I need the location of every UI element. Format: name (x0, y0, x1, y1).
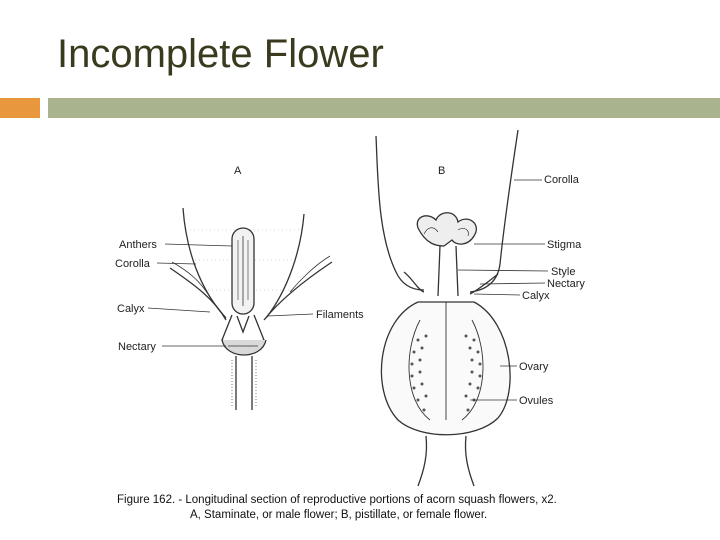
figure-caption-line2: A, Staminate, or male flower; B, pistill… (190, 509, 487, 521)
label-corolla-a: Corolla (115, 258, 151, 270)
label-corolla-b: Corolla (544, 174, 580, 186)
panel-b-letter: B (438, 165, 445, 177)
accent-bar (48, 98, 720, 118)
label-style: Style (551, 266, 575, 278)
accent-square (0, 98, 40, 118)
label-ovary: Ovary (519, 361, 549, 373)
label-calyx-b: Calyx (522, 290, 550, 302)
label-calyx-a: Calyx (117, 303, 145, 315)
label-stigma: Stigma (547, 239, 582, 251)
staminate-flower (169, 207, 333, 410)
pistillate-flower (375, 129, 519, 487)
label-ovules: Ovules (519, 395, 554, 407)
leader-lines-b (457, 179, 549, 401)
label-filaments: Filaments (316, 309, 364, 321)
ovules-dots (410, 334, 482, 412)
figure-caption-line1: Figure 162. - Longitudinal section of re… (117, 494, 557, 506)
label-nectary-a: Nectary (118, 341, 156, 353)
leader-lines-a (147, 243, 314, 347)
label-anthers: Anthers (119, 239, 157, 251)
label-nectary-b: Nectary (547, 278, 585, 290)
slide-title: Incomplete Flower (57, 32, 384, 76)
panel-a-letter: A (234, 165, 242, 177)
